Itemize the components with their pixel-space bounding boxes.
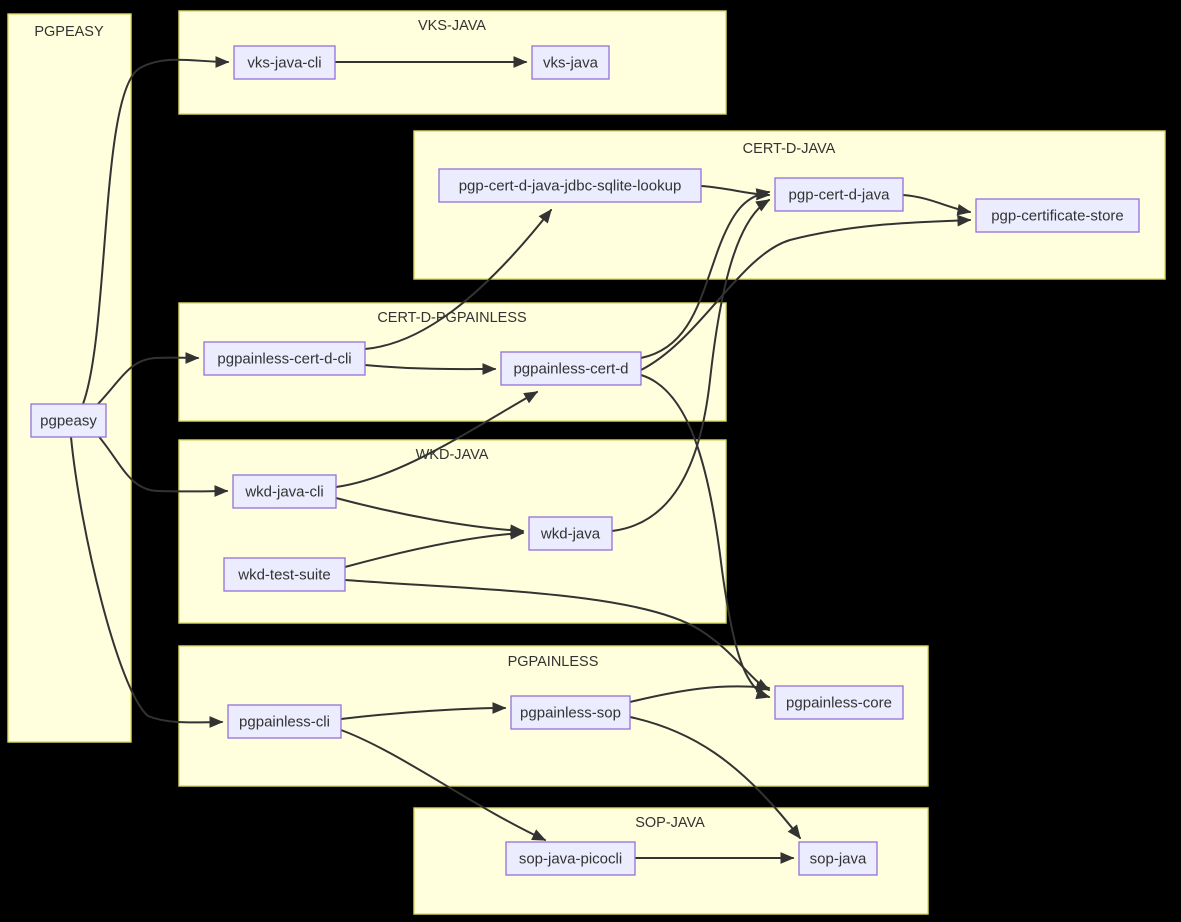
- cluster-layer: PGPEASY VKS-JAVA CERT-D-JAVA CERT-D-PGPAINL…: [7, 10, 1166, 915]
- node-pgpainless-sop[interactable]: pgpainless-sop: [510, 695, 631, 730]
- edge-pgpeasy-to-wkd-java-cli: [94, 431, 229, 497]
- node-label-pgpainless-cert-d-cli: pgpainless-cert-d-cli: [217, 350, 351, 367]
- cluster-label-sop-java: SOP-JAVA: [635, 815, 705, 831]
- node-box-pgpainless-cli[interactable]: [227, 704, 342, 739]
- edge-pgpainless-cli-to-pgpainless-sop: [340, 702, 507, 720]
- node-box-pgpainless-core[interactable]: [774, 685, 904, 720]
- edge-layer: [70, 56, 972, 864]
- edge-pgpainless-cert-d-to-pgp-certificate-store: [640, 214, 972, 371]
- node-box-pgpainless-sop[interactable]: [510, 695, 631, 730]
- node-label-wkd-java-cli: wkd-java-cli: [244, 483, 323, 500]
- node-pgp-certificate-store[interactable]: pgp-certificate-store: [975, 198, 1140, 233]
- cluster-label-vks-java: VKS-JAVA: [418, 18, 486, 34]
- node-layer: pgpeasy vks-java-cli vks-java pgp-cert-d-ja…: [30, 45, 1140, 876]
- node-wkd-java[interactable]: wkd-java: [528, 516, 613, 551]
- node-box-pgp-cert-d-java[interactable]: [774, 177, 904, 212]
- node-label-wkd-java: wkd-java: [540, 525, 601, 542]
- node-pgpeasy[interactable]: pgpeasy: [30, 403, 107, 438]
- node-box-pgpainless-cert-d[interactable]: [500, 351, 642, 386]
- edge-wkd-test-suite-to-pgpainless-core: [344, 579, 771, 691]
- cluster-label-cert-d-pgpainless: CERT-D-PGPAINLESS: [377, 310, 526, 326]
- cluster-box-wkd-java: [178, 439, 727, 624]
- node-pgp-cert-d-java[interactable]: pgp-cert-d-java: [774, 177, 904, 212]
- cluster-box-pgpeasy: [7, 13, 132, 743]
- node-label-pgpainless-cli: pgpainless-cli: [239, 713, 330, 730]
- node-wkd-test-suite[interactable]: wkd-test-suite: [223, 557, 346, 592]
- cluster-label-pgpeasy: PGPEASY: [34, 24, 104, 40]
- node-label-pgpainless-sop: pgpainless-sop: [520, 704, 621, 721]
- node-box-pgp-cert-d-java-jdbc-sqlite-lookup[interactable]: [438, 168, 702, 203]
- node-label-pgpainless-cert-d: pgpainless-cert-d: [513, 360, 628, 377]
- edge-wkd-test-suite-to-wkd-java: [344, 527, 525, 568]
- node-box-wkd-java[interactable]: [528, 516, 613, 551]
- edge-pgpeasy-to-pgpainless-cert-d-cli: [94, 352, 200, 408]
- edge-pgpainless-cli-to-sop-java-picocli: [340, 729, 547, 841]
- edge-wkd-java-to-pgp-cert-d-java: [611, 199, 771, 532]
- node-pgpainless-core[interactable]: pgpainless-core: [774, 685, 904, 720]
- node-box-sop-java[interactable]: [798, 841, 878, 876]
- node-label-pgp-certificate-store: pgp-certificate-store: [991, 207, 1124, 224]
- cluster-wkd-java: WKD-JAVA: [178, 439, 727, 624]
- node-box-vks-java[interactable]: [531, 45, 610, 80]
- node-label-pgpeasy: pgpeasy: [40, 412, 97, 429]
- node-box-pgpeasy[interactable]: [30, 403, 107, 438]
- edge-pgpeasy-to-pgpainless-cli: [70, 436, 224, 728]
- edge-wkd-java-cli-to-wkd-java: [335, 497, 525, 537]
- edge-pgp-cert-d-java-to-pgp-certificate-store: [902, 194, 972, 216]
- node-pgpainless-cert-d-cli[interactable]: pgpainless-cert-d-cli: [203, 341, 366, 376]
- cluster-label-cert-d-java: CERT-D-JAVA: [743, 141, 836, 157]
- edge-pgpainless-cert-d-cli-to-pgp-cert-d-java-jdbc-sqlite-lookup: [364, 208, 552, 350]
- node-vks-java[interactable]: vks-java: [531, 45, 610, 80]
- edge-pgpainless-sop-to-pgpainless-core: [629, 680, 771, 703]
- edge-pgpeasy-to-vks-java-cli: [82, 56, 230, 405]
- node-label-pgp-cert-d-java-jdbc-sqlite-lookup: pgp-cert-d-java-jdbc-sqlite-lookup: [459, 177, 682, 194]
- node-box-wkd-test-suite[interactable]: [223, 557, 346, 592]
- node-box-pgp-certificate-store[interactable]: [975, 198, 1140, 233]
- node-pgp-cert-d-java-jdbc-sqlite-lookup[interactable]: pgp-cert-d-java-jdbc-sqlite-lookup: [438, 168, 702, 203]
- edge-pgpainless-cert-d-to-pgp-cert-d-java: [640, 188, 771, 359]
- node-sop-java[interactable]: sop-java: [798, 841, 878, 876]
- node-label-vks-java: vks-java: [543, 54, 599, 71]
- node-label-sop-java-picocli: sop-java-picocli: [519, 850, 622, 867]
- edge-wkd-java-cli-to-pgpainless-cert-d: [335, 391, 539, 488]
- node-label-pgpainless-core: pgpainless-core: [786, 694, 892, 711]
- node-box-wkd-java-cli[interactable]: [232, 474, 337, 509]
- node-vks-java-cli[interactable]: vks-java-cli: [233, 45, 336, 80]
- node-label-vks-java-cli: vks-java-cli: [247, 54, 321, 71]
- cluster-pgpeasy: PGPEASY: [7, 13, 132, 743]
- node-label-pgp-cert-d-java: pgp-cert-d-java: [789, 186, 891, 203]
- node-wkd-java-cli[interactable]: wkd-java-cli: [232, 474, 337, 509]
- node-label-sop-java: sop-java: [810, 850, 867, 867]
- edge-pgpainless-sop-to-sop-java: [629, 716, 801, 840]
- node-box-vks-java-cli[interactable]: [233, 45, 336, 80]
- node-pgpainless-cert-d[interactable]: pgpainless-cert-d: [500, 351, 642, 386]
- node-sop-java-picocli[interactable]: sop-java-picocli: [505, 841, 636, 876]
- cluster-label-pgpainless: PGPAINLESS: [508, 654, 599, 670]
- node-pgpainless-cli[interactable]: pgpainless-cli: [227, 704, 342, 739]
- node-box-pgpainless-cert-d-cli[interactable]: [203, 341, 366, 376]
- edge-pgpainless-cert-d-cli-to-pgpainless-cert-d: [364, 363, 497, 375]
- edge-pgpainless-cert-d-to-pgpainless-core: [640, 374, 771, 700]
- node-box-sop-java-picocli[interactable]: [505, 841, 636, 876]
- node-label-wkd-test-suite: wkd-test-suite: [237, 566, 331, 583]
